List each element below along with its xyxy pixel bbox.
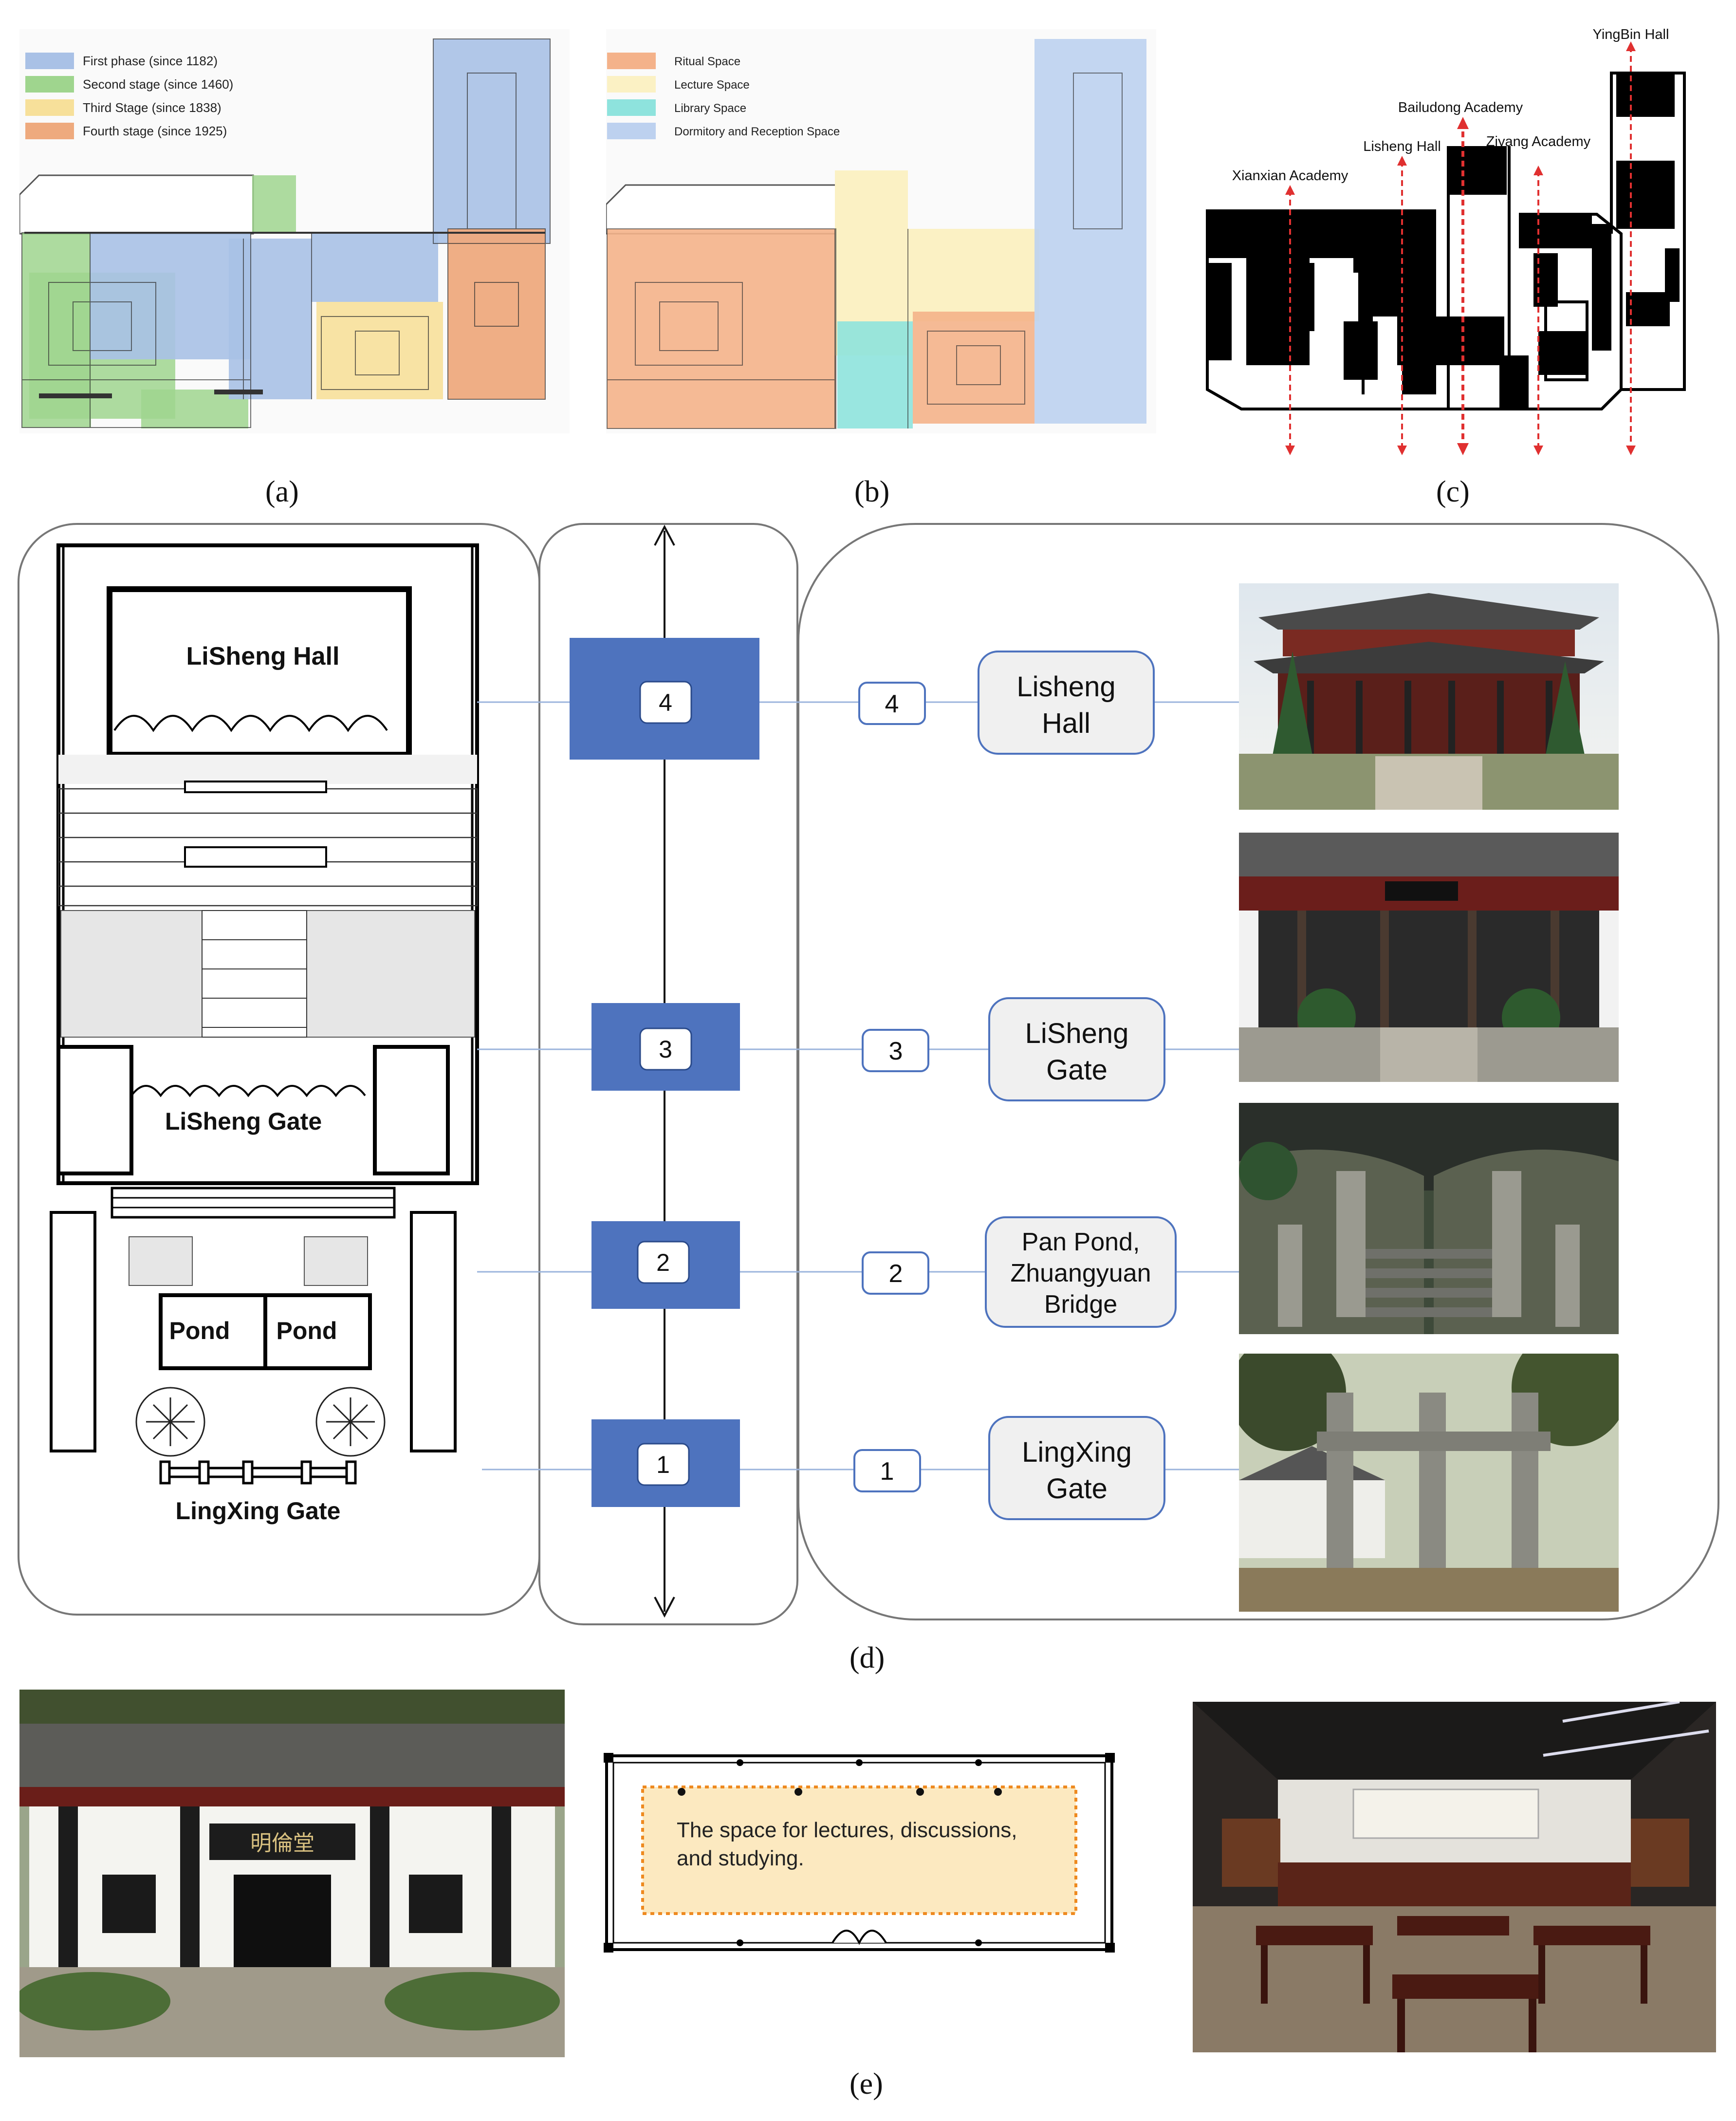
axis-node-number-3: 3 (659, 1036, 672, 1063)
panel-label-a: (a) (265, 475, 299, 508)
legend-label-fourth-stage: Fourth stage (since 1925) (83, 124, 227, 138)
legend-label-library: Library Space (674, 102, 746, 115)
legend-swatch-first-phase (25, 53, 74, 69)
legend-a: First phase (since 1182) Second stage (s… (25, 53, 233, 139)
space-diagram-e: The space for lectures, discussions, and… (604, 1753, 1115, 1953)
zone-first-phase-strip (312, 234, 438, 302)
legend-swatch-dormitory (607, 123, 656, 139)
legend-b: Ritual Space Lecture Space Library Space… (607, 53, 840, 139)
axis-node-number-1: 1 (656, 1451, 670, 1478)
zone-library (837, 321, 913, 428)
legend-swatch-third-stage (25, 99, 74, 116)
building-masses (1207, 73, 1680, 409)
axis-label-yingbin: YingBin Hall (1593, 27, 1669, 42)
panel-b-function-plan: Ritual Space Lecture Space Library Space… (606, 29, 1156, 433)
axis-label-bailudong: Bailudong Academy (1398, 100, 1523, 115)
photo-minglun-hall-exterior: 明倫堂 (19, 1690, 565, 2057)
axis-labels-c: Xianxian Academy Lisheng Hall Bailudong … (1232, 27, 1669, 184)
legend-label-third-stage: Third Stage (since 1838) (83, 100, 222, 115)
photo-lisheng-gate (1239, 833, 1619, 1082)
zone-dormitory (1034, 39, 1146, 424)
legend-label-first-phase: First phase (since 1182) (83, 54, 218, 68)
panel-label-d: (d) (850, 1641, 885, 1674)
legend-swatch-fourth-stage (25, 123, 74, 139)
axis-arrow-up (654, 524, 675, 546)
legend-swatch-ritual (607, 53, 656, 69)
signboard-text: 明倫堂 (250, 1831, 314, 1856)
plan-label-lisheng-gate: LiSheng Gate (165, 1108, 322, 1135)
space-note-text: The space for lectures, discussions, and… (677, 1818, 1017, 1870)
zone-ritual-right (913, 312, 1034, 424)
zone-first-phase-mid (229, 239, 312, 399)
zone-third-stage (316, 302, 443, 399)
legend-swatch-second-stage (25, 76, 74, 93)
panel-label-e: (e) (850, 2067, 883, 2101)
photo-minglun-hall-interior (1193, 1702, 1716, 2052)
axis-arrow-down (654, 1597, 675, 1618)
legend-label-lecture: Lecture Space (674, 78, 750, 92)
panel-label-b: (b) (854, 475, 890, 508)
axis-lines-c (1289, 46, 1632, 453)
zone-lecture-right (908, 229, 1039, 321)
plan-label-pond-left: Pond (169, 1317, 230, 1344)
panel-c-axes-diagram: Xianxian Academy Lisheng Hall Bailudong … (1206, 27, 1686, 455)
zone-first-phase-tower (433, 39, 550, 243)
axis-node-number-4: 4 (659, 689, 672, 716)
legend-swatch-lecture (607, 76, 656, 93)
photo-lingxing-gate (1239, 1354, 1619, 1612)
zone-first-phase-center (90, 233, 251, 359)
photo-lisheng-hall (1239, 583, 1619, 810)
plan-label-lingxing-gate: LingXing Gate (176, 1497, 341, 1525)
axis-label-xianxian: Xianxian Academy (1232, 168, 1348, 184)
legend-label-dormitory: Dormitory and Reception Space (674, 125, 840, 138)
zone-fourth-stage (448, 229, 545, 399)
photo-pan-pond-bridge (1239, 1103, 1619, 1334)
plan-label-lisheng-hall: LiSheng Hall (186, 642, 340, 670)
zone-ritual-left (607, 229, 836, 428)
legend-label-ritual: Ritual Space (674, 55, 740, 68)
legend-label-second-stage: Second stage (since 1460) (83, 77, 233, 92)
axis-label-lisheng: Lisheng Hall (1363, 139, 1441, 154)
plan-label-pond-right: Pond (277, 1317, 337, 1344)
panel-label-c: (c) (1436, 475, 1470, 508)
tag-number-4: 4 (885, 690, 899, 718)
axis-node-number-2: 2 (656, 1249, 670, 1276)
plan-drawing (50, 543, 479, 1485)
zone-second-stage-top (252, 175, 296, 234)
panel-a-stage-plan: First phase (since 1182) Second stage (s… (19, 29, 570, 433)
tag-number-3: 3 (889, 1037, 903, 1065)
legend-swatch-library (607, 99, 656, 116)
tag-number-1: 1 (880, 1457, 894, 1486)
tag-number-2: 2 (889, 1260, 903, 1288)
